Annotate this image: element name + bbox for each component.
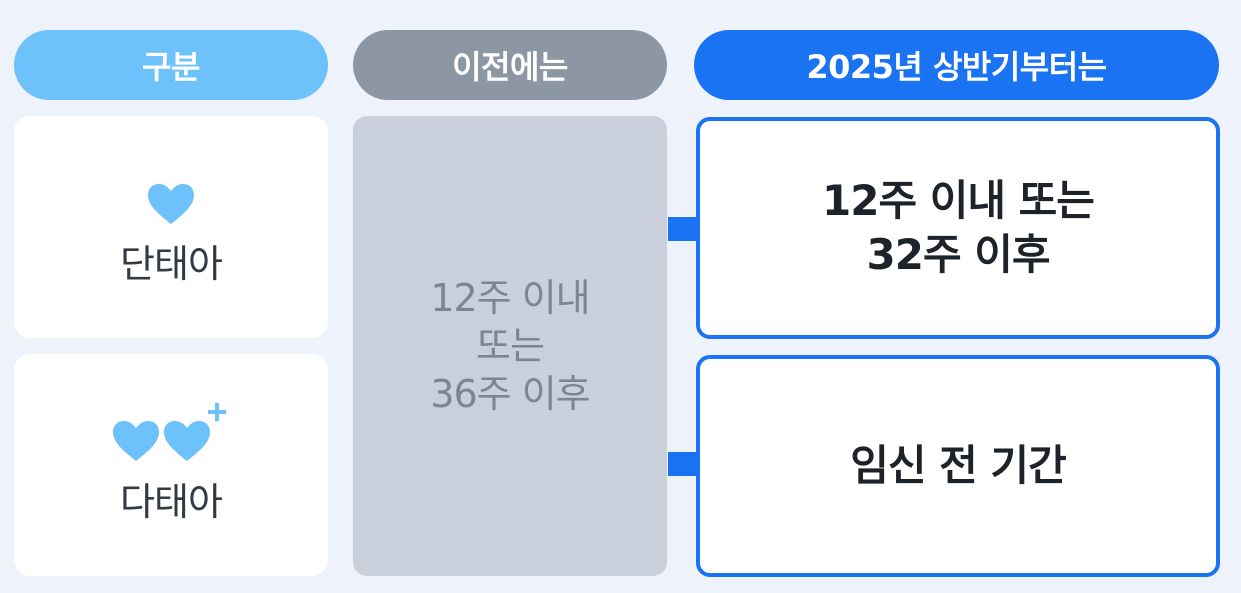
double-heart-plus-icon xyxy=(113,402,226,461)
category-card-single: 단태아 xyxy=(14,116,328,338)
before-line-1: 12주 이내 xyxy=(430,276,590,320)
category-label-multi: 다태아 xyxy=(120,479,223,524)
after-multi-line-1: 임신 전 기간 xyxy=(850,441,1066,490)
heart-icon xyxy=(148,183,194,224)
before-value-box: 12주 이내 또는 36주 이후 xyxy=(353,116,667,576)
after-value-single: 12주 이내 또는 32주 이후 xyxy=(696,117,1220,339)
heart-icon-row xyxy=(147,167,195,225)
header-after: 2025년 상반기부터는 xyxy=(694,30,1219,100)
after-single-line-1: 12주 이내 또는 xyxy=(822,176,1095,225)
before-line-3: 36주 이후 xyxy=(430,372,590,416)
double-heart-row xyxy=(112,402,230,463)
after-value-multi: 임신 전 기간 xyxy=(696,355,1220,577)
category-label-single: 단태아 xyxy=(120,241,223,286)
header-category-label: 구분 xyxy=(142,48,200,86)
before-line-2: 또는 xyxy=(476,324,545,368)
header-category: 구분 xyxy=(14,30,328,100)
header-after-label: 2025년 상반기부터는 xyxy=(806,48,1107,86)
after-single-line-2: 32주 이후 xyxy=(866,230,1051,279)
header-before: 이전에는 xyxy=(353,30,667,100)
category-card-multi: 다태아 xyxy=(14,354,328,576)
header-before-label: 이전에는 xyxy=(452,48,568,86)
